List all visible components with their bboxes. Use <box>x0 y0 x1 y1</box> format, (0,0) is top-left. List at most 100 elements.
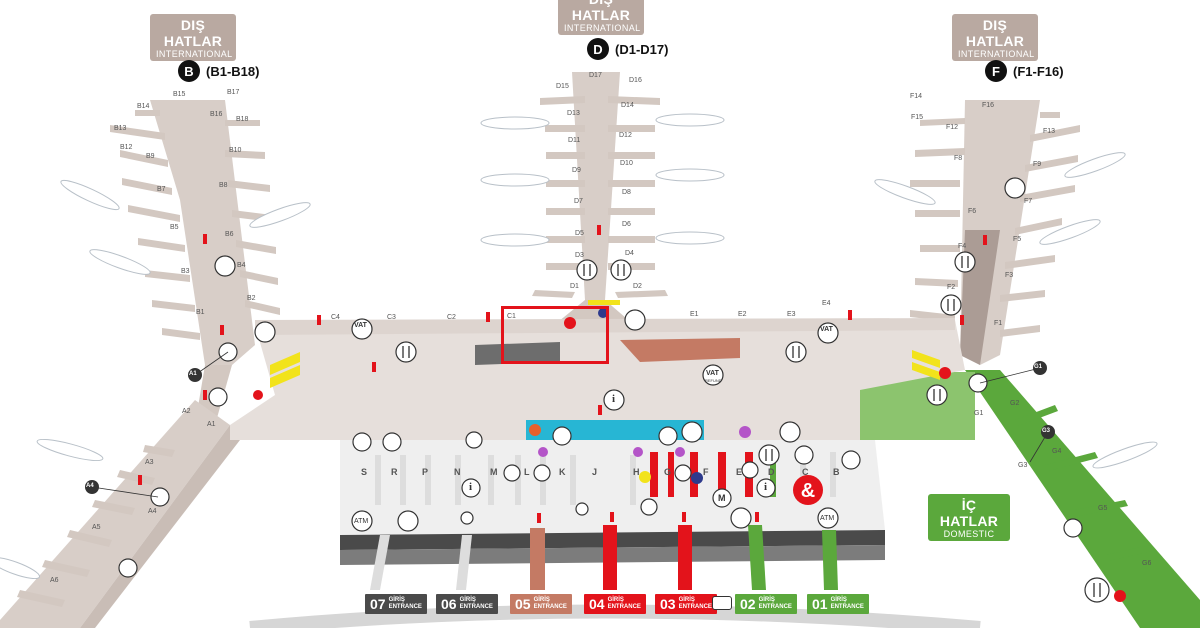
pier-header-f[interactable]: F (F1-F16) <box>985 60 1064 82</box>
gate-label: D6 <box>622 221 631 228</box>
gate-label: D4 <box>625 250 634 257</box>
gate-label: D3 <box>575 252 584 259</box>
gate-label: D16 <box>629 77 642 84</box>
entrance-word: ENTRANCE <box>830 604 864 610</box>
entrance-word: ENTRANCE <box>459 604 493 610</box>
gate-label: F4 <box>958 243 967 250</box>
gate-label: F13 <box>1043 128 1056 135</box>
callout-pins[interactable] <box>85 351 1055 498</box>
gate-label: F7 <box>1024 198 1033 205</box>
shopping-badge[interactable]: & <box>793 475 823 505</box>
region-tag-international-right: DIŞ HATLAR INTERNATIONAL <box>952 14 1038 61</box>
highlight-box <box>501 306 609 364</box>
entrance-ramps <box>370 525 838 590</box>
gate-label: D7 <box>574 198 583 205</box>
bus-icon[interactable] <box>712 596 732 610</box>
pier-a[interactable] <box>0 400 240 628</box>
entrance-number: 01 <box>812 596 828 612</box>
entrance-number: 05 <box>515 596 531 612</box>
checkin-row-label: N <box>454 467 461 477</box>
checkin-row-label: M <box>490 467 498 477</box>
region-title: DIŞ HATLAR <box>965 17 1025 49</box>
gate-label: C2 <box>447 314 456 321</box>
atm-label: ATM <box>354 518 369 525</box>
info-label: i <box>469 481 473 493</box>
entrance-giris: GİRİŞ <box>830 597 847 603</box>
pier-range: (B1-B18) <box>206 63 260 79</box>
callout-a1: A1 <box>189 371 197 377</box>
gate-label: E3 <box>787 311 796 318</box>
pier-range: (D1-D17) <box>615 41 669 57</box>
gate-label: F6 <box>968 208 977 215</box>
gate-label: B13 <box>114 125 127 132</box>
gate-label: B4 <box>237 262 246 269</box>
metro-label: M <box>718 493 726 503</box>
vat-refund-label: VAT <box>354 322 367 329</box>
checkin-row-label: P <box>422 467 429 477</box>
callout-g1: G1 <box>1034 364 1043 370</box>
pier-header-b[interactable]: B (B1-B18) <box>178 60 259 82</box>
gate-label: B9 <box>146 153 155 160</box>
region-subtitle: INTERNATIONAL <box>156 49 233 59</box>
entrance-giris: GİRİŞ <box>758 597 775 603</box>
region-tag-international-center: DIŞ HATLAR INTERNATIONAL <box>558 0 644 35</box>
entrance-giris: GİRİŞ <box>678 597 695 603</box>
region-subtitle: INTERNATIONAL <box>564 23 641 33</box>
gate-label: A4 <box>148 508 157 515</box>
entrance-word: ENTRANCE <box>533 604 567 610</box>
entrance-number: 07 <box>370 596 386 612</box>
checkin-row-label: S <box>361 467 368 477</box>
checkin-row-label: G <box>664 467 672 477</box>
pier-letter-badge: B <box>178 60 200 82</box>
gate-label: D14 <box>621 102 634 109</box>
gate-label: B12 <box>120 144 133 151</box>
service-icons[interactable] <box>118 177 1110 603</box>
checkin-row-label: F <box>703 467 709 477</box>
gate-label: F9 <box>1033 161 1042 168</box>
gate-label: D15 <box>556 83 569 90</box>
checkin-row-label: C <box>802 467 809 477</box>
pier-d[interactable] <box>532 72 668 330</box>
info-label: i <box>612 393 616 405</box>
vat-refund-label: VAT <box>820 326 833 333</box>
gate-label: D10 <box>620 160 633 167</box>
gate-label: F15 <box>911 114 924 121</box>
entrance-giris: GİRİŞ <box>533 597 550 603</box>
gate-label: C3 <box>387 314 396 321</box>
gate-label: D12 <box>619 132 632 139</box>
gate-label: E4 <box>822 300 831 307</box>
entrance-number: 03 <box>660 596 676 612</box>
entrance-word: ENTRANCE <box>607 604 641 610</box>
entrance-giris: GİRİŞ <box>459 597 476 603</box>
gate-label: B5 <box>170 224 179 231</box>
pier-range: (F1-F16) <box>1013 63 1064 79</box>
region-tag-international-left: DIŞ HATLAR INTERNATIONAL <box>150 14 236 61</box>
gate-label: D13 <box>567 110 580 117</box>
gate-label: B10 <box>229 147 242 154</box>
checkin-row-label: R <box>391 467 398 477</box>
checkin-row-label: D <box>768 467 775 477</box>
region-subtitle: DOMESTIC <box>943 529 995 539</box>
gate-label: B14 <box>137 103 150 110</box>
callout-g3: G3 <box>1042 428 1051 434</box>
pier-header-d[interactable]: D (D1-D17) <box>587 38 668 60</box>
gate-label: D2 <box>633 283 642 290</box>
gate-label: C4 <box>331 314 340 321</box>
gate-label: F5 <box>1013 236 1022 243</box>
gate-label: B17 <box>227 89 240 96</box>
gate-label: A1 <box>207 421 216 428</box>
gate-label: B2 <box>247 295 256 302</box>
aircraft-group <box>0 113 1158 580</box>
gate-label: D9 <box>572 167 581 174</box>
gate-label: F3 <box>1005 272 1014 279</box>
staff-markers <box>138 225 987 523</box>
vat-refund-sublabel: REFUND <box>705 378 722 383</box>
